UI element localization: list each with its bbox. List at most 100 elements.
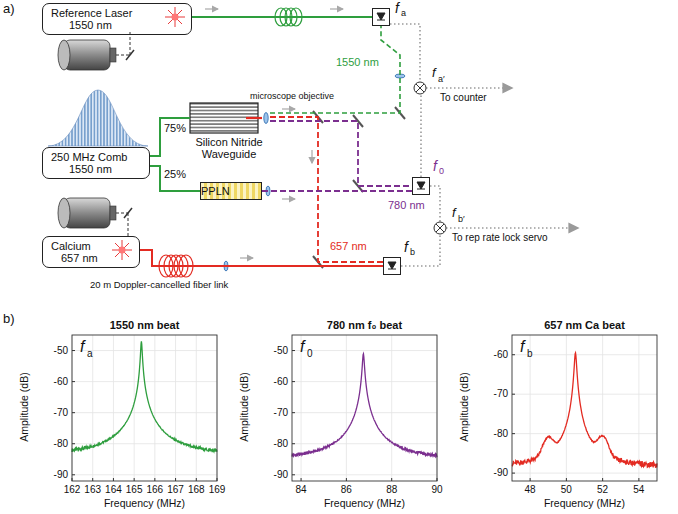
spectrum-plot [566, 478, 567, 481]
beam-connector [270, 117, 383, 262]
node-text: 1550 nm [51, 19, 112, 31]
tick-label: 169 [202, 484, 232, 496]
photodiode-symbol [388, 262, 396, 269]
annotation: f [520, 338, 524, 356]
cavity-icon [58, 198, 70, 228]
beam-connector [140, 250, 383, 266]
tick-label: 88 [377, 484, 407, 496]
laser-box: Calcium657 nm [42, 236, 140, 268]
laser-icon [168, 10, 182, 24]
spectrum-plot [391, 478, 392, 481]
mixer-symbol [434, 222, 446, 234]
spectrum-plots [72, 335, 657, 481]
annotation: 1550 nm [336, 56, 379, 69]
cavity-icon [128, 213, 129, 236]
mixer-symbol [414, 82, 426, 94]
tick-label: 167 [161, 484, 191, 496]
cavity-icon [64, 198, 110, 228]
direction-arrow [282, 198, 295, 199]
spectrum-plot [391, 335, 392, 481]
cavity-icon [58, 198, 132, 236]
tick-label: -50 [258, 345, 288, 357]
spectrum-plot [72, 350, 75, 351]
tick-label: 52 [588, 484, 618, 496]
spectrum-plot [175, 478, 176, 481]
direction-arrow [205, 9, 343, 258]
annotation: To counter [440, 92, 487, 104]
direction-arrow [205, 8, 218, 9]
annotation: a′ [438, 74, 445, 84]
rf-line [426, 87, 512, 89]
axis-title: Frequency (MHz) [305, 497, 425, 509]
comb-box: 250 MHz Comb1550 nm [42, 147, 150, 179]
comb-spectrum [48, 90, 148, 146]
node-text: f [395, 0, 399, 16]
rf-line [401, 234, 440, 266]
photodetector: fa [372, 8, 390, 26]
cavity-icon [64, 40, 110, 70]
spectrum-plot [602, 335, 603, 481]
annotation: f [432, 66, 436, 81]
mixer-symbol [416, 84, 424, 92]
laser-icon [119, 247, 126, 254]
direction-arrow [240, 257, 253, 258]
spectrum-plot [512, 354, 515, 355]
laser-icon [172, 14, 179, 21]
spectrum-plot [301, 335, 302, 481]
spectrum-plot [134, 335, 135, 481]
rf-line [390, 24, 578, 266]
cavity-icon [116, 213, 128, 214]
tick-label: -60 [38, 376, 68, 388]
annotation: b′ [458, 214, 465, 224]
spectrum-plot [72, 474, 75, 475]
mirror [313, 107, 405, 268]
direction-arrow [311, 150, 312, 163]
annotation: b) [3, 312, 15, 327]
laser-icon [112, 240, 132, 260]
spectrum-plot [196, 335, 197, 481]
node-text: b [410, 247, 415, 257]
spectrum-plot [72, 412, 75, 413]
annotation: 780 nm f₀ beat [292, 319, 437, 332]
spectrum-plot [72, 341, 217, 452]
ppln-crystal [200, 182, 262, 200]
direction-arrow [330, 8, 343, 9]
tick-label: -80 [258, 438, 288, 450]
spectrum-plot [346, 335, 347, 481]
spectrum-plot [512, 335, 657, 481]
tick-label: -70 [258, 407, 288, 419]
spectrum-plot [72, 474, 217, 475]
laser-icon [168, 10, 182, 24]
axis-title: Frequency (MHz) [525, 497, 645, 509]
photodiode-symbol [377, 13, 425, 269]
cavity-icon [110, 206, 116, 220]
node-text: a [401, 8, 406, 18]
tick-label: -70 [38, 407, 68, 419]
spectrum-plot [292, 443, 437, 444]
annotation: a) [3, 2, 15, 17]
spectrum-plot [602, 478, 603, 481]
annotation: microscope objective [250, 91, 334, 101]
tick-label: 166 [140, 484, 170, 496]
spectrum-plot [72, 478, 73, 481]
mixer-symbol [436, 224, 444, 232]
spectrum-plot [437, 478, 438, 481]
beam-connector [150, 118, 190, 156]
spectrum-plot [292, 335, 437, 481]
rf-line [420, 94, 422, 177]
spectrum-plot [72, 412, 217, 413]
tick-label: 50 [551, 484, 581, 496]
beam-connector [270, 121, 412, 186]
cavity-icon [130, 32, 131, 55]
node-text: Silicon Nitride Waveguide [190, 136, 268, 160]
axis-title: Amplitude (dB) [238, 352, 250, 462]
rf-line [430, 186, 440, 222]
node-text: f [433, 158, 437, 174]
annotation: 657 nm [330, 240, 367, 253]
beam-connector [262, 190, 412, 192]
annotation: 657 nm Ca beat [512, 319, 657, 332]
